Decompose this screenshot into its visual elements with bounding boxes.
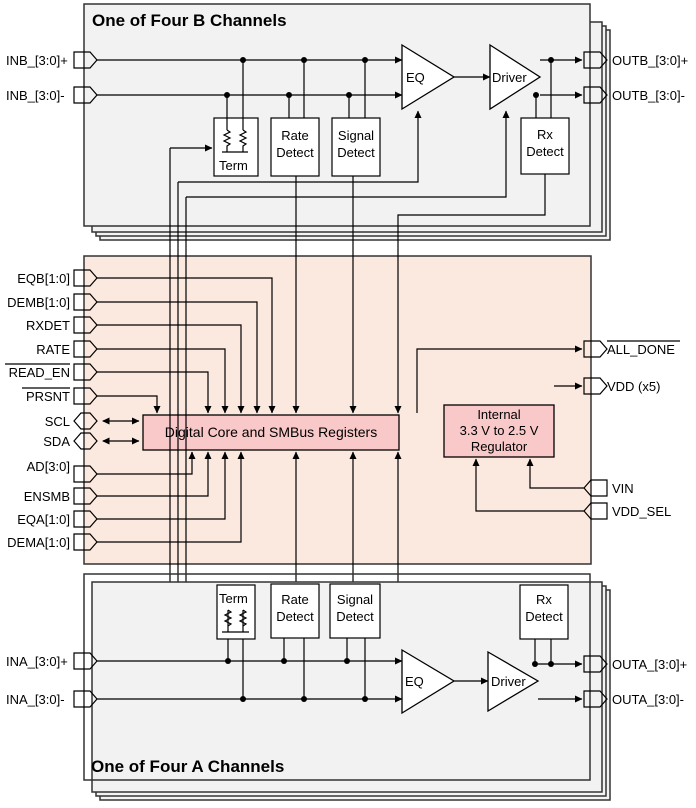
pin-eqa: EQA[1:0] [17,512,70,527]
b-signal-detect-line1: Signal [338,128,374,143]
pin-vdd-sel: VDD_SEL [612,504,671,519]
ina-plus-pin [73,652,98,670]
pin-demb: DEMB[1:0] [7,295,70,310]
pin-rate: RATE [36,342,70,357]
b-rate-detect-line2: Detect [276,145,314,160]
a-driver-amplifier [487,650,540,713]
inb-minus-label: INB_[3:0]- [6,88,65,103]
b-signal-detect-box [331,117,381,177]
outa-plus-label: OUTA_[3:0]+ [612,657,687,672]
pin-ensmb: ENSMB [24,489,70,504]
outb-minus-pin [583,86,608,104]
pin-sda: SDA [43,434,70,449]
ina-minus-pin [73,690,98,708]
b-eq-label: EQ [406,70,425,85]
b-rate-detect-box [270,117,320,177]
a-rate-detect-line1: Rate [281,592,308,607]
a-rx-detect-box [519,584,569,640]
outb-minus-label: OUTB_[3:0]- [612,88,685,103]
all-done-pin [583,340,608,358]
outb-plus-pin [583,51,608,69]
b-channel-stack: One of Four B Channels INB_[3:0]+ INB_[3… [6,3,688,241]
regulator-line3: Regulator [471,439,528,454]
b-term-box [213,117,259,177]
inb-minus-pin [73,86,98,104]
b-signal-detect-line2: Detect [337,145,375,160]
b-rx-detect-line2: Detect [526,144,564,159]
b-rx-detect-line1: Rx [537,127,553,142]
a-rate-detect-line2: Detect [276,609,314,624]
a-signal-detect-box [329,583,381,639]
pin-eqb: EQB[1:0] [17,271,70,286]
pin-read-en: READ_EN [9,365,70,380]
vdd-pin [583,377,608,395]
b-term-label: Term [219,158,248,173]
pin-rxdet: RXDET [26,318,70,333]
a-rx-detect-line2: Detect [525,609,563,624]
ina-plus-label: INA_[3:0]+ [6,654,68,669]
pin-dema: DEMA[1:0] [7,535,70,550]
inb-plus-pin [73,51,98,69]
a-eq-amplifier [401,648,456,715]
a-channel-stack: One of Four A Channels INA_[3:0]+ INA_[3… [6,573,687,801]
a-term-label: Term [219,591,248,606]
b-driver-amplifier [489,43,542,111]
inb-plus-label: INB_[3:0]+ [6,53,68,68]
outa-minus-label: OUTA_[3:0]- [612,692,684,707]
pin-ad: AD[3:0] [27,459,70,474]
b-rx-detect-box [520,117,570,175]
left-pin-shapes [73,269,98,551]
regulator-box [443,404,555,458]
pin-scl: SCL [45,414,70,429]
pin-all-done: ALL_DONE [607,342,675,357]
vin-pin [583,479,608,497]
core-panel: Digital Core and SMBus Registers Interna… [5,255,680,565]
a-eq-label: EQ [405,674,424,689]
pin-prsnt: PRSNT [26,389,70,404]
a-rx-detect-line1: Rx [536,592,552,607]
b-eq-amplifier [401,43,456,111]
pin-vdd: VDD (x5) [607,379,660,394]
outb-plus-label: OUTB_[3:0]+ [612,53,688,68]
a-driver-label: Driver [491,674,526,689]
regulator-line1: Internal [477,407,520,422]
pin-vin: VIN [612,481,634,496]
a-term-box [216,584,256,640]
b-rate-detect-line1: Rate [281,128,308,143]
control-bus-wires [97,277,276,543]
a-signal-detect-line1: Signal [337,592,373,607]
regulator-line2: 3.3 V to 2.5 V [460,423,539,438]
digital-core-label: Digital Core and SMBus Registers [165,424,377,440]
a-rate-detect-box [270,583,320,639]
outa-minus-pin [583,690,608,708]
ina-minus-label: INA_[3:0]- [6,692,65,707]
a-channel-title: One of Four A Channels [91,757,284,776]
outa-plus-pin [583,655,608,673]
b-channel-title: One of Four B Channels [92,11,287,30]
left-pin-labels: EQB[1:0] DEMB[1:0] RXDET RATE READ_EN PR… [5,271,70,550]
b-driver-label: Driver [492,70,527,85]
a-signal-detect-line2: Detect [336,609,374,624]
vdd-sel-pin [583,502,608,520]
